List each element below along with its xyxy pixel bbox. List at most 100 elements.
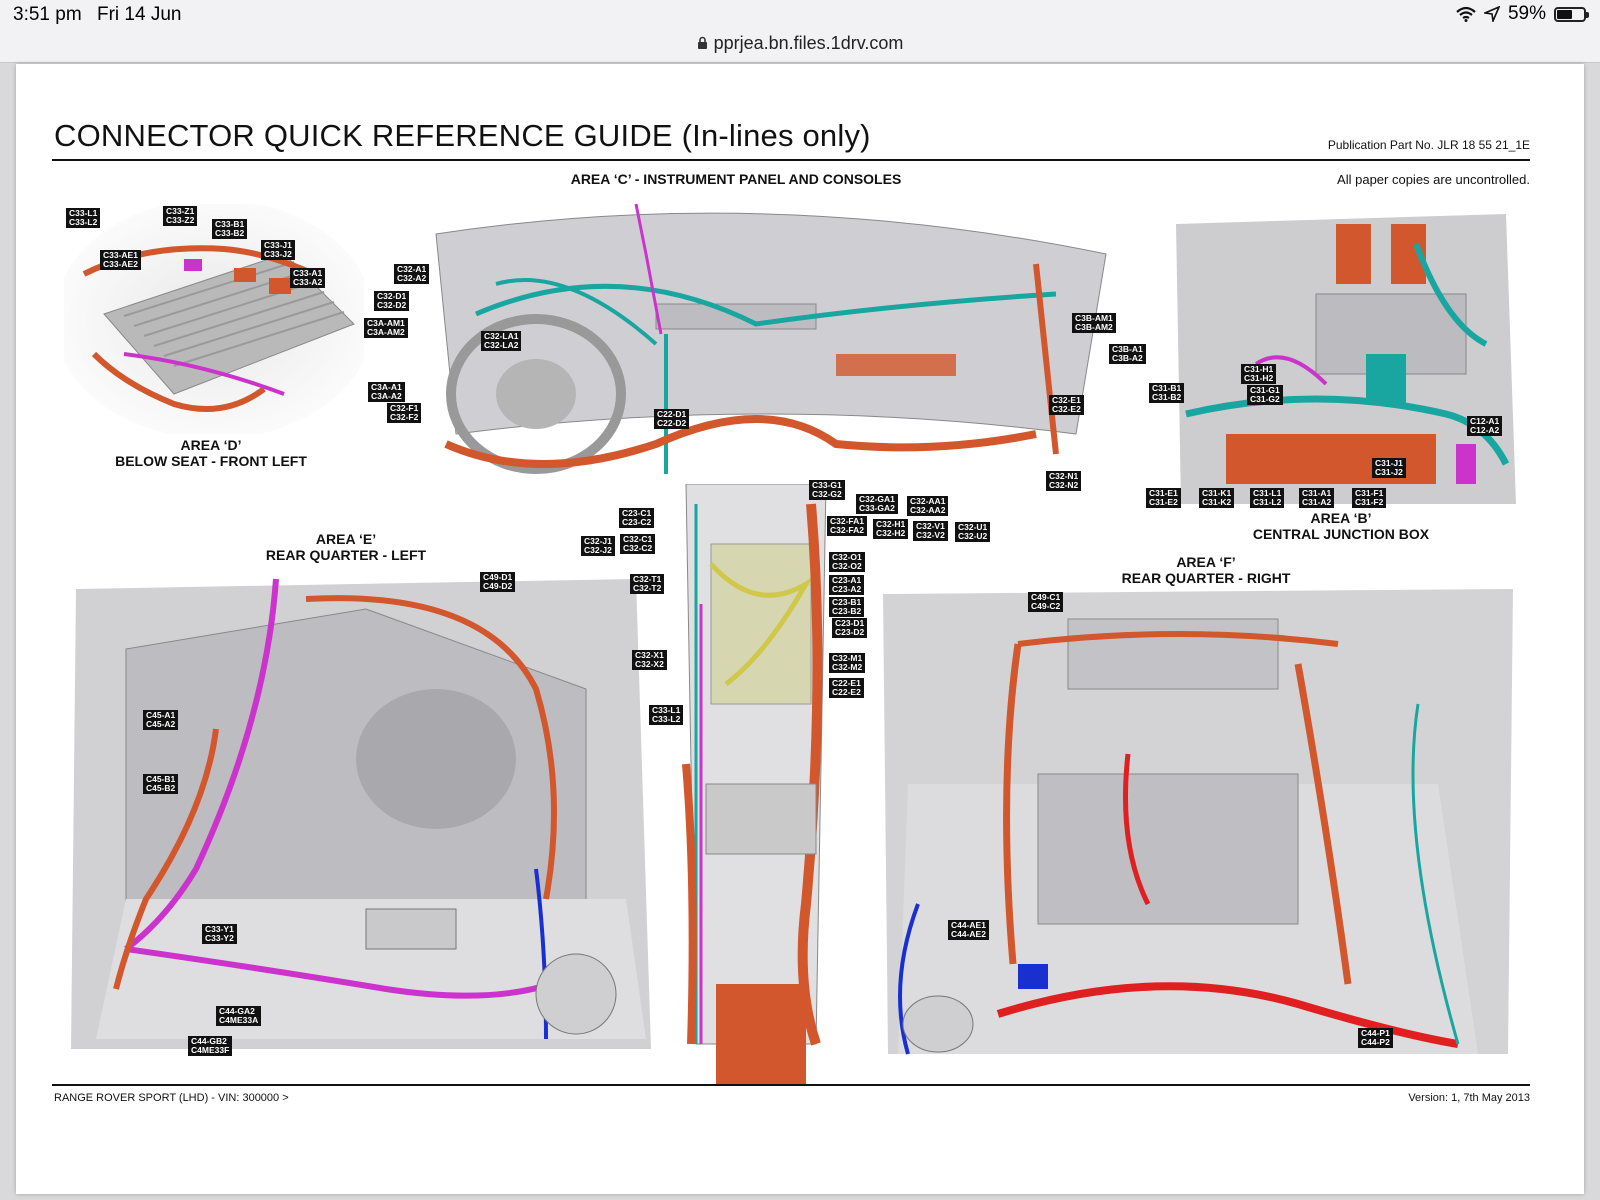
connector-pin-label: C31-E2 <box>1149 497 1178 507</box>
connector-pin-label: C49-D1 <box>483 572 513 582</box>
area-c-title: AREA ‘C’ - INSTRUMENT PANEL AND CONSOLES <box>496 171 976 187</box>
connector-pin-label: C3A-AM1 <box>367 318 405 328</box>
connector-pin-label: C33-J2 <box>264 249 292 259</box>
connector-pin-label: C45-B1 <box>146 774 176 784</box>
connector-pin-label: C45-B2 <box>146 783 176 793</box>
connector-pin-label: C31-F2 <box>1355 497 1384 507</box>
connector-pin-label: C44-AE1 <box>951 920 986 930</box>
area-c-line1: AREA ‘C’ - INSTRUMENT PANEL AND CONSOLES <box>570 171 902 187</box>
connector-pin-label: C44-GA2 <box>219 1006 255 1016</box>
connector-pin-label: C33-Y2 <box>205 933 234 943</box>
url-display[interactable]: pprjea.bn.files.1drv.com <box>0 33 1600 54</box>
connector-pin-label: C23-C1 <box>622 508 652 518</box>
connector-pin-label: C31-H1 <box>1244 364 1274 374</box>
connector-pin-label: C33-Y1 <box>205 924 234 934</box>
connector-pin-label: C23-A1 <box>832 575 862 585</box>
connector-pin-label: C32-AA2 <box>910 505 946 515</box>
connector-pin-label: C49-D2 <box>483 581 513 591</box>
location-arrow-icon <box>1483 6 1500 22</box>
connector-pin-label: C31-B2 <box>1152 392 1182 402</box>
connector-pin-label: C32-H2 <box>876 528 906 538</box>
center-console-illustration <box>656 484 856 1084</box>
connector-pin-label: C33-B2 <box>215 228 245 238</box>
connector-pin-label: C32-E1 <box>1052 395 1081 405</box>
connector-pin-label: C33-AE1 <box>103 250 138 260</box>
document-page: CONNECTOR QUICK REFERENCE GUIDE (In-line… <box>16 64 1584 1194</box>
connector-pin-label: C44-GB2 <box>191 1036 227 1046</box>
lock-icon <box>697 36 707 49</box>
connector-pin-label: C45-A1 <box>146 710 176 720</box>
area-b-illustration <box>1166 204 1526 514</box>
connector-pin-label: C3B-AM2 <box>1075 322 1113 332</box>
connector-pin-label: C32-N2 <box>1049 480 1079 490</box>
connector-pin-label: C12-A2 <box>1470 425 1500 435</box>
connector-pin-label: C31-E1 <box>1149 488 1178 498</box>
address-bar[interactable]: pprjea.bn.files.1drv.com <box>0 30 1600 63</box>
connector-pin-label: C22-D2 <box>657 418 687 428</box>
connector-pin-label: C32-F1 <box>390 403 419 413</box>
connector-pin-label: C31-L1 <box>1253 488 1282 498</box>
connector-pin-label: C32-A1 <box>397 264 427 274</box>
connector-pin-label: C33-L2 <box>69 217 98 227</box>
publication-number: Publication Part No. JLR 18 55 21_1E <box>1327 138 1530 152</box>
connector-pin-label: C31-K2 <box>1202 497 1232 507</box>
area-b-title: AREA ‘B’ CENTRAL JUNCTION BOX <box>1206 510 1476 542</box>
connector-pin-label: C3A-A1 <box>371 382 402 392</box>
connector-pin-label: C3B-A1 <box>1112 344 1143 354</box>
connector-pin-label: C22-E2 <box>832 687 861 697</box>
connector-pin-label: C32-U1 <box>958 522 988 532</box>
connector-pin-label: C32-FA1 <box>830 516 865 526</box>
connector-pin-label: C33-L2 <box>652 714 681 724</box>
area-e-line1: AREA ‘E’ <box>315 531 377 547</box>
connector-pin-label: C33-L1 <box>69 208 98 218</box>
connector-pin-label: C49-C2 <box>1031 601 1061 611</box>
area-b-line1: AREA ‘B’ <box>1310 510 1372 526</box>
area-f-line1: AREA ‘F’ <box>1176 554 1236 570</box>
connector-pin-label: C32-J2 <box>584 545 612 555</box>
connector-pin-label: C44-P1 <box>1361 1028 1390 1038</box>
area-e-line2: REAR QUARTER - LEFT <box>265 547 427 563</box>
connector-pin-label: C32-D2 <box>377 300 407 310</box>
connector-pin-label: C31-H2 <box>1244 373 1274 383</box>
connector-pin-label: C31-K1 <box>1202 488 1232 498</box>
battery-fill <box>1557 9 1573 19</box>
connector-pin-label: C32-C2 <box>623 543 653 553</box>
uncontrolled-note: All paper copies are uncontrolled. <box>1337 172 1530 187</box>
connector-pin-label: C3B-A2 <box>1112 353 1143 363</box>
area-e-illustration <box>66 569 656 1059</box>
status-right: 59% <box>1456 3 1589 25</box>
connector-pin-label: C32-X2 <box>635 659 664 669</box>
connector-pin-label: C23-D2 <box>835 627 865 637</box>
connector-pin-label: C31-J1 <box>1375 458 1403 468</box>
wifi-icon <box>1456 6 1476 22</box>
connector-pin-label: C23-B1 <box>832 597 862 607</box>
url-text[interactable]: pprjea.bn.files.1drv.com <box>713 33 904 53</box>
connector-pin-label: C31-J2 <box>1375 467 1403 477</box>
connector-pin-label: C4ME33F <box>191 1045 230 1055</box>
footer-vehicle: RANGE ROVER SPORT (LHD) - VIN: 300000 > <box>54 1092 289 1104</box>
area-e-title: AREA ‘E’ REAR QUARTER - LEFT <box>216 531 476 563</box>
